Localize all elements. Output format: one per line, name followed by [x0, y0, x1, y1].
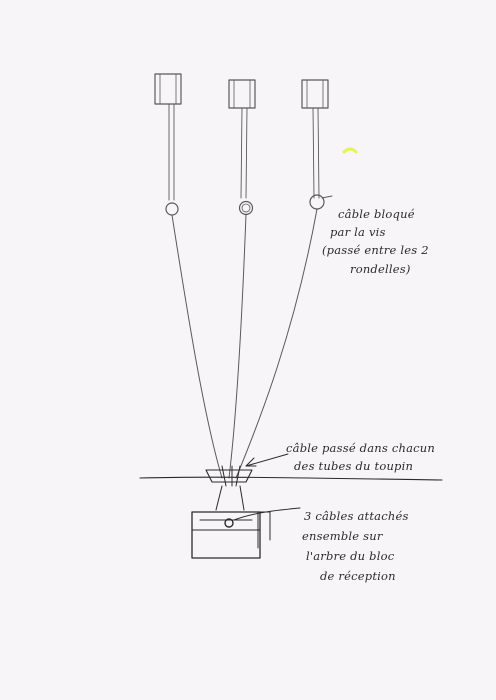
annotation-cables-attached-line-1: 3 câbles attachés	[304, 509, 409, 523]
rods	[168, 103, 320, 201]
annotation-cables-attached-line-3: l'arbre du bloc	[306, 549, 395, 563]
annotation-cable-locked-line-4: rondelles)	[350, 262, 411, 276]
top-block-right	[301, 79, 329, 109]
annotation-cable-tubes: câble passé dans chacun des tubes du tou…	[286, 441, 435, 473]
annotation-cable-tubes-line-1: câble passé dans chacun	[286, 441, 435, 455]
annotation-cable-locked: câble bloqué par la vis (passé entre les…	[322, 207, 429, 276]
top-block-left	[154, 73, 182, 105]
annotation-cables-attached: 3 câbles attachés ensemble sur l'arbre d…	[302, 509, 409, 583]
annotation-cables-attached-line-4: de réception	[320, 569, 396, 583]
support-line	[139, 476, 443, 481]
top-block-center	[228, 79, 256, 109]
cables	[171, 208, 318, 479]
leader-lines	[233, 195, 333, 521]
annotation-cable-locked-line-3: (passé entre les 2	[322, 243, 429, 257]
annotation-cable-tubes-line-2: des tubes du toupin	[294, 459, 413, 473]
annotation-cables-attached-line-2: ensemble sur	[302, 529, 384, 543]
reception-block	[191, 485, 271, 559]
highlight-mark	[342, 147, 358, 154]
screw-rings	[165, 194, 325, 216]
annotation-cable-locked-line-2: par la vis	[330, 225, 386, 239]
toupin	[205, 465, 253, 487]
annotation-cable-locked-line-1: câble bloqué	[338, 207, 415, 221]
